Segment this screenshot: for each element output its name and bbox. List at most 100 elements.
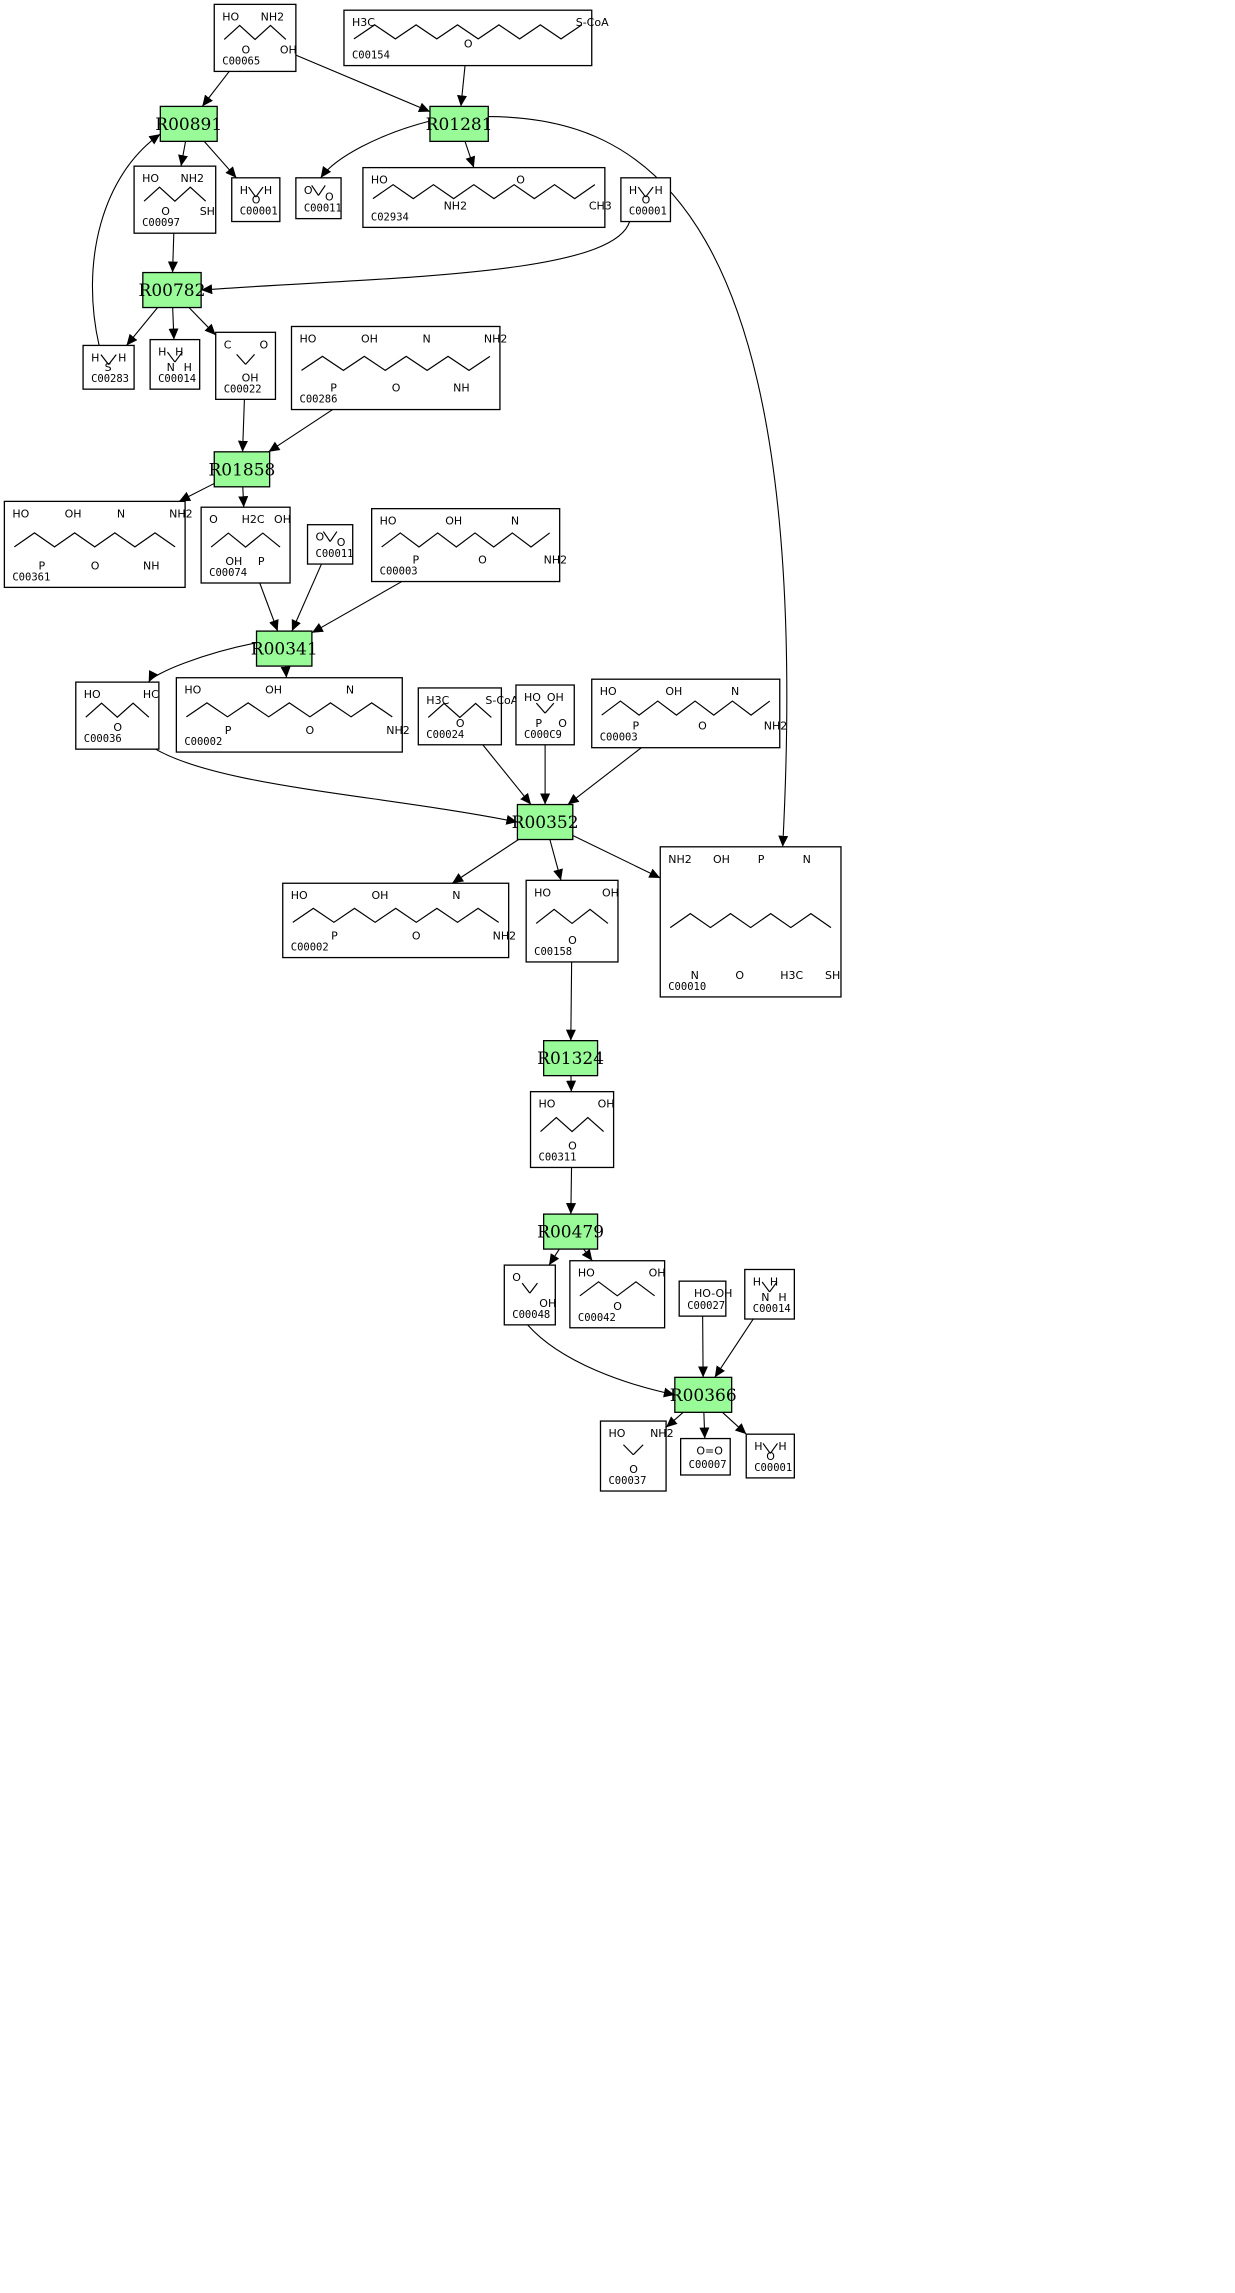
bond [769, 1281, 778, 1293]
compound-id-label: C00003 [380, 566, 418, 578]
edge-R01281-to-C00010 [488, 116, 789, 847]
edge-R00479-to-C00042 [581, 1248, 593, 1262]
atom-label: H [754, 1440, 762, 1453]
reaction-node-r01281[interactable]: R01281 [426, 105, 493, 143]
reaction-box [674, 1376, 733, 1413]
compound-id-label: C00097 [142, 217, 180, 229]
compound-box [525, 879, 619, 963]
reaction-node-r00782[interactable]: R00782 [139, 271, 206, 309]
atom-label: O [558, 717, 567, 730]
atom-label: OH [539, 1297, 556, 1310]
atom-label: NH2 [261, 10, 285, 23]
atom-label: HO [142, 172, 159, 185]
bond-skeleton [669, 912, 832, 929]
atom-label: O [316, 531, 325, 544]
compound-id-label: C000C9 [524, 729, 562, 741]
bond [248, 186, 257, 198]
atom-label: H [184, 361, 192, 374]
atom-label: H3C [426, 694, 449, 707]
atom-label: CH3 [589, 199, 612, 212]
reaction-label: R00479 [537, 1223, 604, 1243]
edge-R00352-to-C00158 [549, 839, 563, 881]
reaction-node-r01858[interactable]: R01858 [208, 451, 275, 488]
bond-skeleton [14, 532, 176, 548]
atom-label: OH [372, 889, 389, 902]
bond [255, 186, 264, 198]
atom-label: NH2 [493, 930, 516, 943]
bond [544, 702, 555, 714]
atom-label: OH [598, 1098, 615, 1111]
compound-id-label: C00027 [687, 1300, 725, 1312]
atom-label: P [633, 720, 640, 733]
bond [311, 185, 319, 196]
atom-label: OH [602, 886, 619, 899]
atom-label: OH [713, 853, 730, 866]
bond [236, 353, 247, 365]
compound-box [175, 677, 403, 753]
compound-id-label: C00065 [222, 55, 260, 67]
atom-label: H [240, 184, 248, 197]
bond [535, 702, 546, 714]
reaction-node-r00341[interactable]: R00341 [251, 630, 318, 667]
bond-skeleton [427, 702, 492, 719]
edge-R00782-to-C00022 [188, 307, 217, 336]
compound-box [75, 681, 160, 750]
edge-R00352-to-C00010 [572, 834, 661, 879]
edge-C00001b-to-R00782 [201, 221, 631, 295]
reaction-node-r00891[interactable]: R00891 [155, 105, 222, 143]
atom-label: SH [825, 969, 840, 982]
reaction-node-r01324[interactable]: R01324 [537, 1040, 604, 1077]
edge-R00366-to-C00001c [722, 1411, 747, 1435]
compound-box [599, 1420, 667, 1492]
atom-label: H [264, 184, 272, 197]
atom-label: OH [280, 43, 297, 56]
compound-box [678, 1280, 727, 1317]
atom-label: O [325, 191, 334, 204]
atom-label: HO [608, 1427, 625, 1440]
bond [108, 354, 117, 366]
compound-id-label: C00037 [608, 1475, 646, 1487]
atom-label: O [412, 930, 421, 943]
reaction-node-r00479[interactable]: R00479 [537, 1213, 604, 1250]
node-layer: R00891 R01281R00782R01858R00341R00352R013… [3, 3, 842, 1492]
reaction-node-r00366[interactable]: R00366 [670, 1376, 737, 1413]
compound-box [200, 506, 291, 584]
compound-box [82, 344, 135, 390]
atom-label: H [629, 184, 637, 197]
bond-skeleton [353, 24, 583, 40]
compound-id-label: C00007 [689, 1459, 727, 1471]
reaction-node-r00352[interactable]: R00352 [512, 803, 579, 841]
atom-label: O [259, 338, 268, 351]
